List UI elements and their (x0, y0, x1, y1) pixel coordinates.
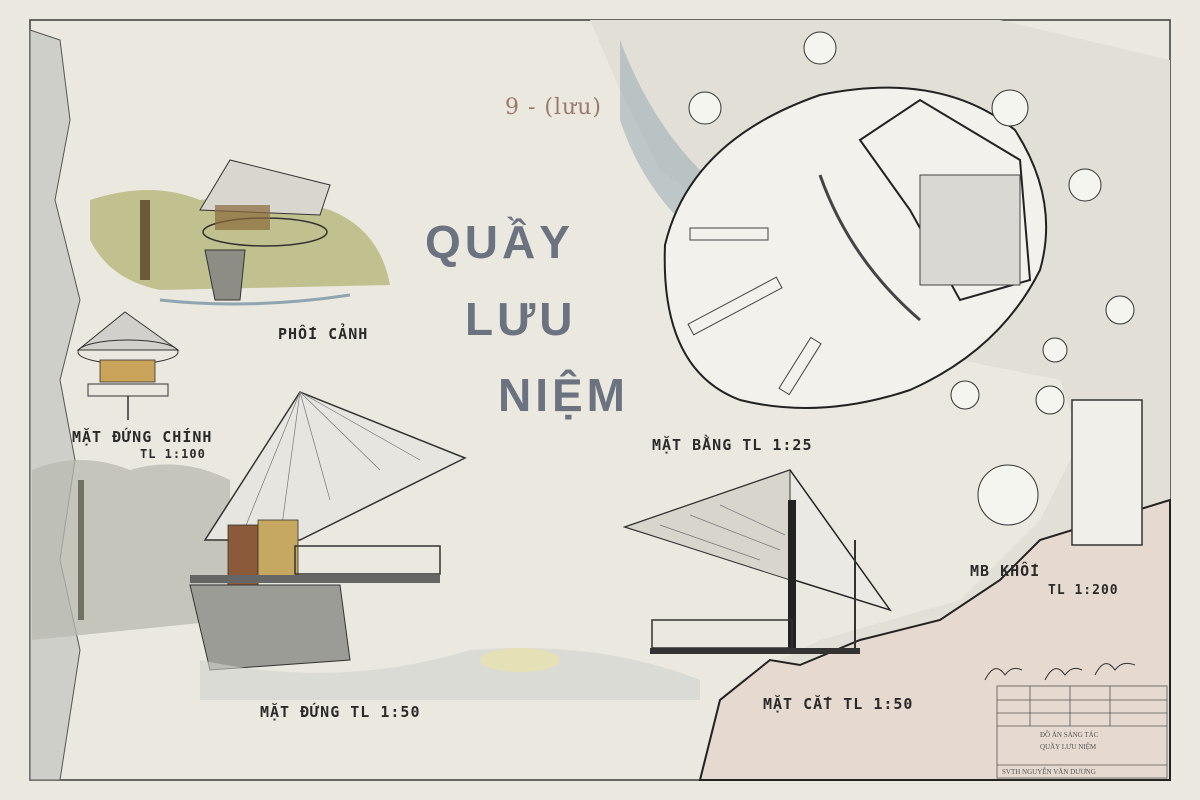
title-block (996, 685, 1168, 779)
forest (32, 460, 230, 640)
left-cliff (29, 29, 81, 781)
title-line-2: LƯU (465, 293, 577, 345)
site-block (1071, 399, 1143, 546)
label-mb-khoi: MB KHỐI (970, 562, 1041, 580)
front-elevation-small (76, 311, 180, 420)
section-view (622, 469, 892, 654)
section-ground (698, 498, 1171, 781)
title-block-line-1: ĐỒ ÁN SÁNG TÁC (1040, 731, 1099, 739)
label-mat-dung: MẶT ĐỨNG TL 1:50 (260, 703, 421, 721)
title-line-1: QUẦY (425, 216, 574, 268)
label-mat-dung-chinh: MẶT ĐỨNG CHÍNH (72, 428, 213, 446)
title-block-line-3: SVTH NGUYỄN VĂN DƯƠNG (1002, 768, 1096, 776)
label-mat-cat: MẶT CẮT TL 1:50 (763, 695, 914, 713)
title-line-3: NIỆM (498, 369, 629, 421)
trees (688, 31, 1135, 526)
elevation-main (189, 391, 700, 700)
label-mat-dung-chinh-scale: TL 1:100 (140, 447, 206, 461)
label-mat-bang: MẶT BẰNG TL 1:25 (652, 436, 813, 454)
signatures (984, 662, 1136, 681)
grade-mark: 9 - (lưu) (505, 95, 602, 120)
label-phoi-canh: PHỐI CẢNH (278, 325, 369, 343)
floor-plan (663, 86, 1048, 409)
label-mb-khoi-scale: TL 1:200 (1048, 583, 1119, 598)
perspective-view (90, 159, 390, 306)
title-block-line-2: QUẦY LƯU NIỆM (1040, 743, 1097, 751)
